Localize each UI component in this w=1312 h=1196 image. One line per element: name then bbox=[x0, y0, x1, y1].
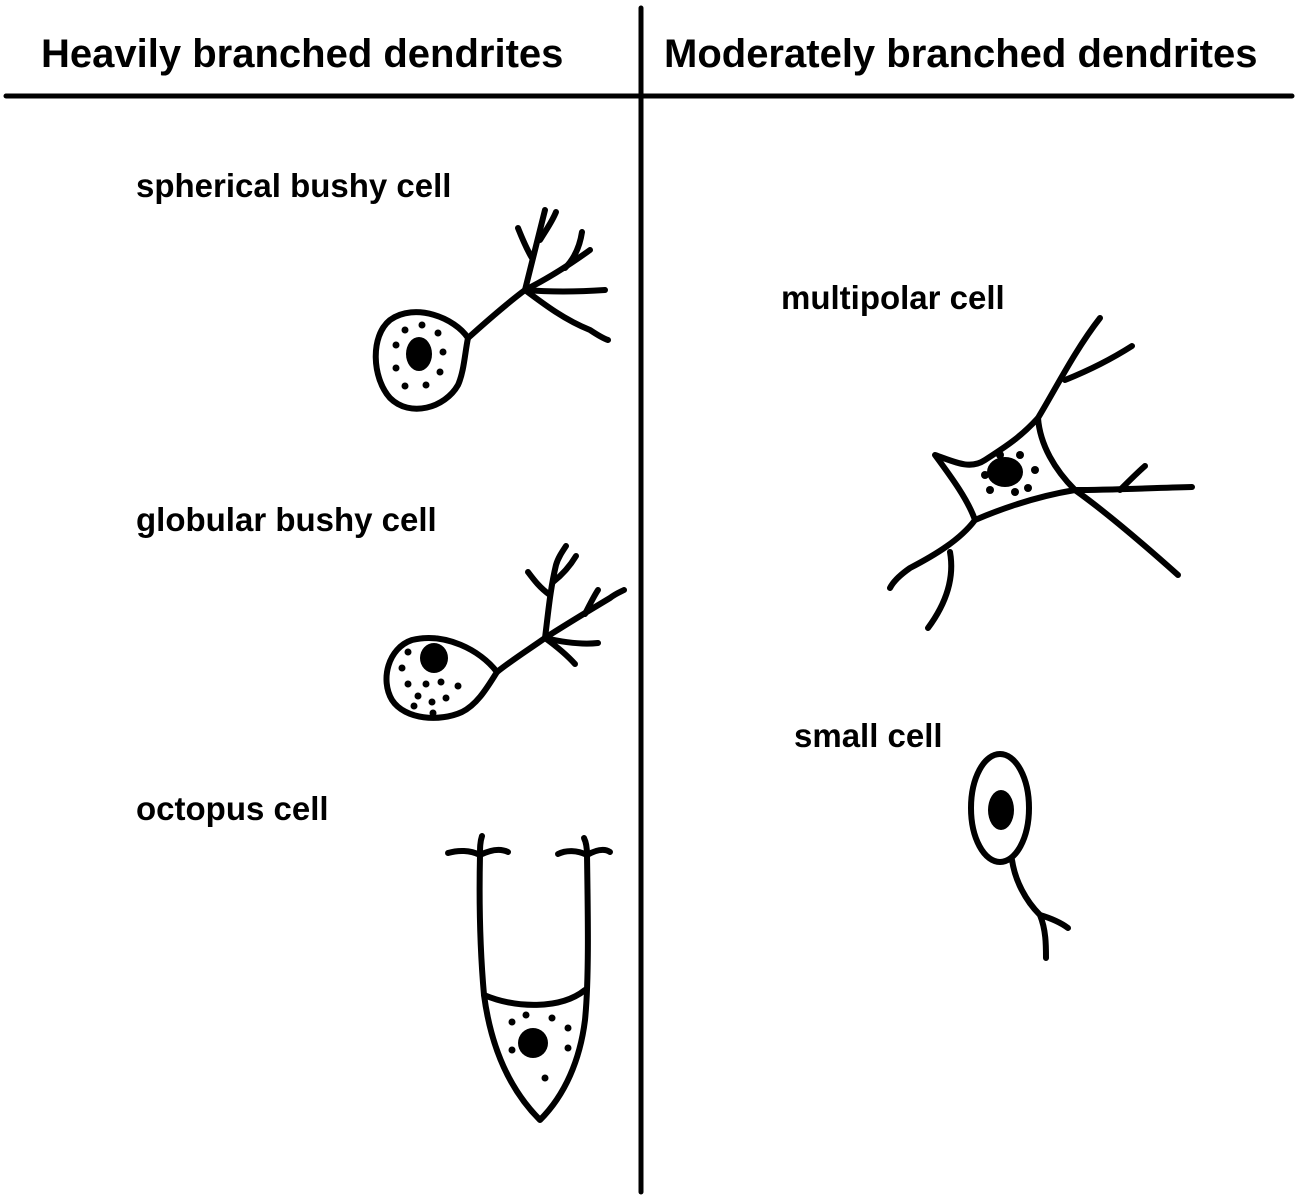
multipolar-cell-drawing bbox=[890, 318, 1192, 628]
spherical-bushy-cell-drawing bbox=[376, 210, 608, 409]
globular-bushy-cell-drawing bbox=[386, 546, 624, 718]
small-cell-drawing bbox=[971, 754, 1068, 958]
octopus-cell-drawing bbox=[448, 836, 610, 1120]
